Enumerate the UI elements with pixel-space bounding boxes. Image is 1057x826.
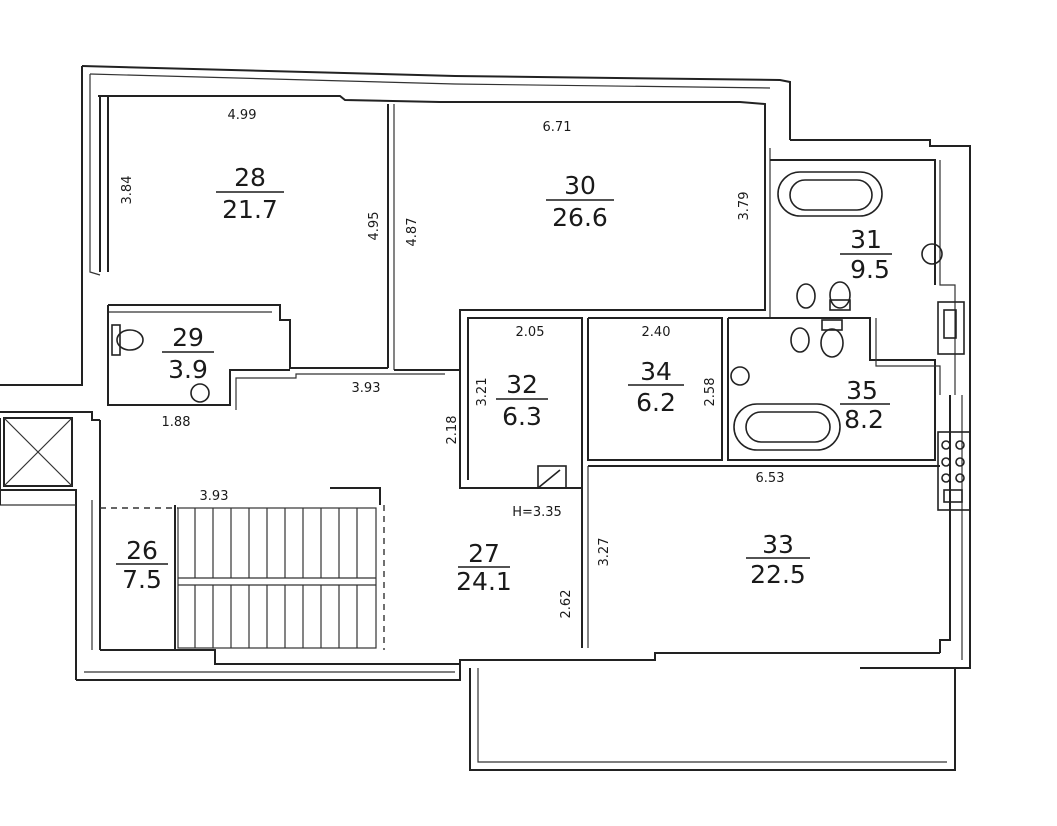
room-area: 24.1: [456, 567, 512, 596]
room-area: 6.3: [502, 402, 542, 431]
room-label-29: 29 3.9: [162, 323, 214, 384]
room-label-35: 35 8.2: [840, 376, 890, 434]
ceiling-height-label: H=3.35: [512, 505, 562, 520]
room-label-33: 33 22.5: [746, 530, 810, 589]
room-number: 35: [846, 376, 878, 405]
toilet-fixture: [111, 324, 144, 356]
room-area: 3.9: [168, 355, 208, 384]
room-label-31: 31 9.5: [840, 225, 892, 284]
dimension-label: 3.21: [475, 378, 490, 407]
toilet-fixture: [829, 281, 851, 311]
toilet-fixture: [820, 319, 844, 358]
dimension-label: 2.58: [703, 378, 718, 407]
room-label-28: 28 21.7: [216, 163, 284, 224]
dimension-label: 1.88: [162, 415, 191, 430]
dimension-label: 4.95: [367, 212, 382, 241]
elevator-shaft: [3, 417, 73, 487]
room-label-27: 27 24.1: [456, 539, 512, 596]
dimension-label: 3.93: [200, 489, 229, 504]
room-label-30: 30 26.6: [546, 171, 614, 232]
room-area: 9.5: [850, 255, 890, 284]
room-area: 6.2: [636, 388, 676, 417]
dimension-label: 2.40: [642, 325, 671, 340]
kitchen-stove-fixture: [937, 431, 971, 511]
room-number: 33: [762, 530, 794, 559]
dimension-label: 3.27: [597, 538, 612, 567]
room-area: 22.5: [750, 560, 806, 589]
room-label-34: 34 6.2: [628, 357, 684, 417]
dimension-label: 6.71: [543, 120, 572, 135]
room-area: 7.5: [122, 565, 162, 594]
room-number: 28: [234, 163, 266, 192]
room-number: 27: [468, 539, 500, 568]
bathtub-fixture: [733, 403, 841, 451]
door-fixture: [537, 465, 567, 489]
room-area: 26.6: [552, 203, 608, 232]
room-number: 30: [564, 171, 596, 200]
room-number: 32: [506, 370, 538, 399]
staircase: [100, 505, 385, 650]
dimension-label: 3.79: [737, 192, 752, 221]
room-number: 34: [640, 357, 672, 386]
interior-walls: [91, 96, 941, 650]
room-label-26: 26 7.5: [116, 536, 168, 594]
sink-fixture: [937, 301, 965, 355]
dimension-label: 2.18: [445, 416, 460, 445]
dimension-label: 4.87: [405, 218, 420, 247]
outer-walls: [0, 65, 971, 771]
dimension-labels: 4.99 6.71 3.84 4.95 4.87 3.79 2.05 2.40 …: [120, 108, 784, 618]
dimension-label: 6.53: [756, 471, 785, 486]
room-area: 21.7: [222, 195, 278, 224]
dimension-label: 3.84: [120, 176, 135, 205]
room-label-32: 32 6.3: [496, 370, 548, 431]
room-number: 26: [126, 536, 158, 565]
dimension-label: 2.62: [559, 590, 574, 619]
room-number: 31: [850, 225, 882, 254]
room-area: 8.2: [844, 405, 884, 434]
dimension-label: 3.93: [352, 381, 381, 396]
bidet-fixture: [790, 283, 816, 353]
bathtub-fixture: [777, 171, 883, 217]
dimension-label: 2.05: [516, 325, 545, 340]
room-number: 29: [172, 323, 204, 352]
dimension-label: 4.99: [228, 108, 257, 123]
shower-drain-fixture: [190, 243, 943, 403]
